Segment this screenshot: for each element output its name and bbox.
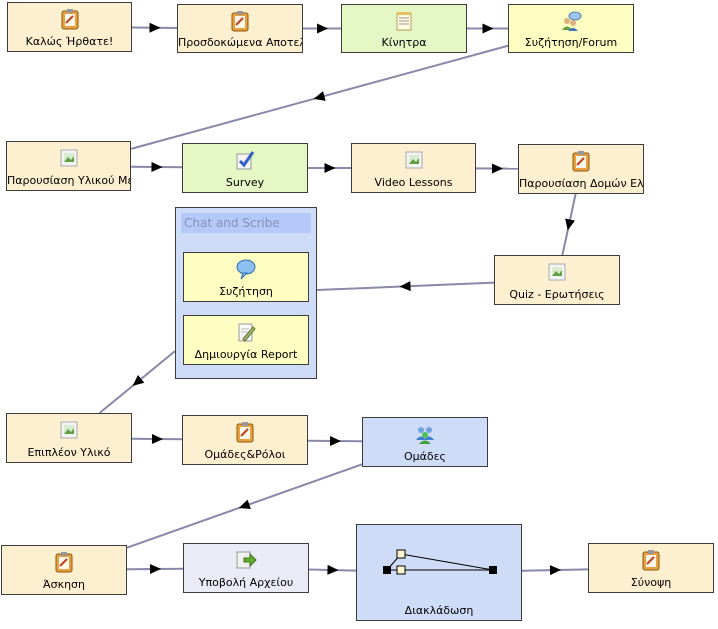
arrowhead bbox=[149, 564, 161, 575]
activity-label: Υποβολή Αρχείου bbox=[198, 576, 294, 589]
arrowhead bbox=[317, 23, 328, 34]
activity-motives[interactable]: Κίνητρα bbox=[341, 4, 467, 53]
activity-label: Παρουσίαση Δομών Ελέ bbox=[519, 177, 643, 190]
branch-icon bbox=[381, 545, 499, 575]
activity-label: Παρουσίαση Υλικού Με bbox=[7, 174, 130, 187]
activity-groups-roles[interactable]: Ομάδες&Ρόλοι bbox=[182, 415, 308, 465]
arrowhead bbox=[151, 161, 163, 172]
edit-doc-icon bbox=[235, 321, 257, 343]
edge-layer bbox=[98, 22, 589, 576]
activity-grouping[interactable]: Ομάδες bbox=[362, 417, 488, 467]
note-icon bbox=[393, 10, 415, 32]
activity-summary[interactable]: Σύνοψη bbox=[588, 543, 714, 593]
arrowhead bbox=[565, 218, 575, 231]
activity-label: Ομάδες&Ρόλοι bbox=[204, 448, 286, 461]
activity-structures-presentation[interactable]: Παρουσίαση Δομών Ελέ bbox=[518, 144, 644, 194]
arrowhead bbox=[324, 163, 336, 173]
activity-label: Σύνοψη bbox=[630, 576, 672, 589]
activity-file-upload[interactable]: Υποβολή Αρχείου bbox=[183, 543, 309, 593]
activity-welcome[interactable]: Καλώς Ήρθατε! bbox=[7, 2, 132, 52]
arrowhead bbox=[238, 499, 251, 510]
arrowhead bbox=[313, 91, 326, 101]
notepad-icon bbox=[229, 10, 251, 32]
activity-label: Video Lessons bbox=[374, 176, 453, 189]
image-icon bbox=[58, 419, 80, 441]
chat-and-scribe-group[interactable]: Chat and Scribe Συζήτηση Δημιουργία Repo… bbox=[175, 207, 317, 379]
users-icon bbox=[414, 423, 436, 445]
image-icon bbox=[403, 149, 425, 171]
activity-forum[interactable]: Συζήτηση/Forum bbox=[508, 4, 634, 53]
arrowhead bbox=[482, 23, 494, 34]
arrowhead bbox=[329, 435, 341, 446]
image-icon bbox=[546, 261, 568, 283]
group-title: Chat and Scribe bbox=[181, 213, 311, 233]
arrowhead bbox=[491, 163, 503, 174]
notepad-icon bbox=[59, 8, 81, 30]
notepad-icon bbox=[570, 150, 592, 172]
notepad-icon bbox=[640, 549, 662, 571]
survey-icon bbox=[234, 149, 256, 171]
activity-quiz[interactable]: Quiz - Ερωτήσεις bbox=[494, 255, 620, 305]
activity-label: Διακλάδωση bbox=[404, 604, 474, 617]
activity-label: Καλώς Ήρθατε! bbox=[25, 35, 114, 48]
activity-label: Επιπλέον Υλικό bbox=[27, 446, 111, 459]
activity-branching[interactable]: Διακλάδωση bbox=[356, 524, 522, 621]
speech-bubble-icon bbox=[235, 258, 257, 280]
activity-label: Συζήτηση/Forum bbox=[524, 36, 618, 49]
notepad-icon bbox=[53, 551, 75, 573]
arrowhead bbox=[149, 22, 161, 33]
arrowhead bbox=[151, 433, 163, 444]
arrowhead bbox=[327, 564, 339, 575]
activity-create-report[interactable]: Δημιουργία Report bbox=[183, 315, 309, 365]
arrowhead bbox=[399, 281, 411, 292]
activity-label: Κίνητρα bbox=[381, 36, 427, 49]
upload-icon bbox=[235, 549, 257, 571]
chat-users-icon bbox=[560, 10, 582, 32]
activity-label: Συζήτηση bbox=[219, 285, 273, 298]
activity-survey[interactable]: Survey bbox=[182, 143, 308, 193]
activity-label: Ομάδες bbox=[403, 450, 447, 463]
arrowhead bbox=[549, 565, 561, 576]
activity-exercise[interactable]: Άσκηση bbox=[1, 545, 127, 595]
activity-label: Δημιουργία Report bbox=[194, 348, 298, 361]
activity-label: Άσκηση bbox=[43, 578, 85, 591]
activity-material-presentation[interactable]: Παρουσίαση Υλικού Με bbox=[6, 141, 131, 191]
activity-expected-results[interactable]: Προσδοκώμενα Αποτελέ bbox=[177, 4, 303, 53]
notepad-icon bbox=[234, 421, 256, 443]
activity-label: Προσδοκώμενα Αποτελέ bbox=[178, 36, 302, 49]
activity-extra-material[interactable]: Επιπλέον Υλικό bbox=[6, 413, 132, 463]
activity-video-lessons[interactable]: Video Lessons bbox=[351, 143, 476, 193]
activity-label: Quiz - Ερωτήσεις bbox=[509, 288, 605, 301]
activity-label: Survey bbox=[225, 176, 265, 189]
image-icon bbox=[58, 147, 80, 169]
arrowhead bbox=[132, 375, 145, 386]
activity-discussion[interactable]: Συζήτηση bbox=[183, 252, 309, 302]
